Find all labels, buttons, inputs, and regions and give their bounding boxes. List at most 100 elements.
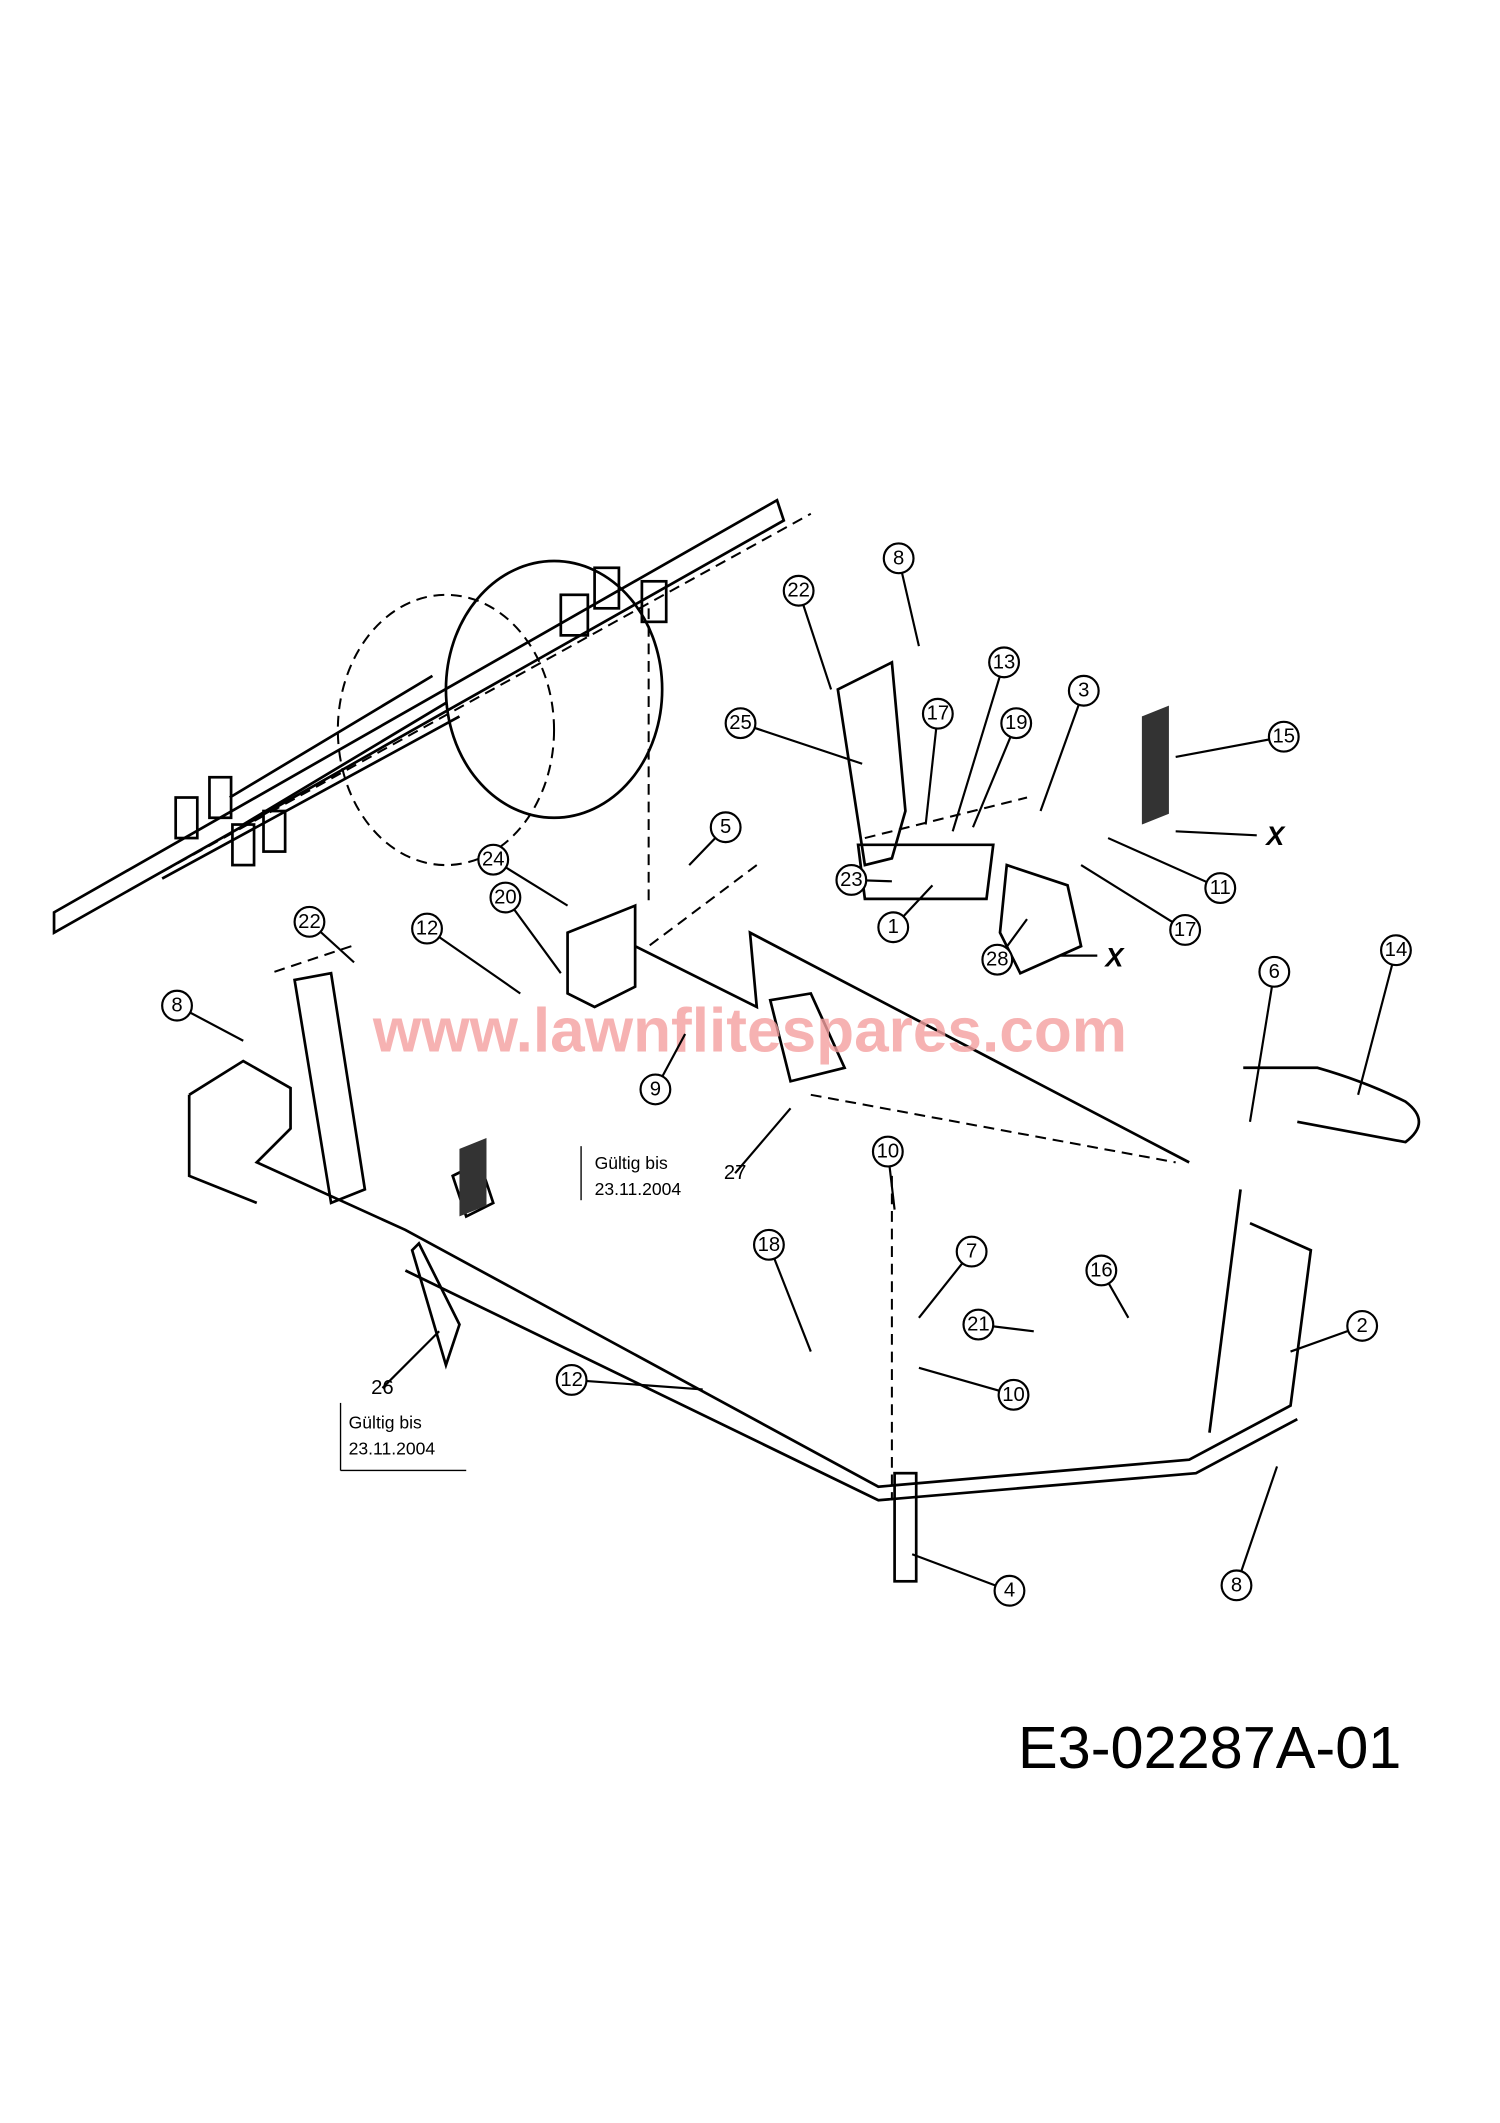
leader-line <box>1080 864 1186 931</box>
callout-number: 21 <box>967 1314 990 1336</box>
callout-circle <box>877 911 910 944</box>
transaxle <box>52 498 812 935</box>
callout-5: 5 <box>688 811 742 866</box>
callout-circle <box>988 646 1020 679</box>
leader-line <box>571 1378 703 1391</box>
callout-circle <box>871 1135 904 1168</box>
leader-line <box>797 590 833 690</box>
callout-circle <box>489 881 522 914</box>
callout-number: 22 <box>787 580 810 602</box>
callout-number: 10 <box>1002 1384 1025 1406</box>
callout-circle <box>1000 707 1033 740</box>
leader-line <box>426 927 521 995</box>
callout-circle <box>477 843 510 876</box>
callout-17: 17 <box>921 697 954 825</box>
leader-line <box>734 1107 792 1174</box>
callout-4: 4 <box>911 1553 1026 1607</box>
callout-circle <box>1346 1309 1379 1342</box>
leader-line <box>1175 735 1284 759</box>
leader-line <box>971 722 1018 828</box>
callout-circle <box>997 1378 1030 1411</box>
callout-number: 4 <box>1004 1580 1015 1602</box>
callout-number: 24 <box>482 849 505 871</box>
callout-circle <box>1379 934 1412 967</box>
callout-22: 22 <box>293 905 355 964</box>
note-line: 23.11.2004 <box>349 1438 436 1458</box>
leader-line <box>740 722 863 765</box>
leader-line <box>381 1330 440 1389</box>
callout-circle <box>1067 674 1100 707</box>
callout-circle <box>962 1308 995 1341</box>
callout-28: 28 <box>981 918 1028 976</box>
callout-14: 14 <box>1357 934 1412 1096</box>
callout-number: 19 <box>1005 712 1028 734</box>
leader-line <box>1039 690 1085 812</box>
callout-number: 9 <box>650 1078 661 1100</box>
callout-number: 28 <box>986 949 1009 971</box>
callout-circle <box>835 863 868 896</box>
callout-9: 9 <box>639 1033 687 1106</box>
callout-23: 23 <box>835 863 892 896</box>
callout-number: 16 <box>1090 1259 1113 1281</box>
callout-number: 8 <box>1231 1574 1242 1596</box>
callout-circle <box>639 1073 672 1106</box>
drawing-number: E3-02287A-01 <box>1018 1714 1401 1781</box>
callout-7: 7 <box>918 1235 988 1319</box>
callout-19: 19 <box>971 707 1033 828</box>
callout-number: 8 <box>171 995 182 1017</box>
watermark: www.lawnflitespares.com <box>372 997 1127 1066</box>
callout-circle <box>161 989 193 1022</box>
callout-number: 11 <box>1210 877 1231 899</box>
callout-circle <box>882 542 915 575</box>
callout-number: 6 <box>1269 961 1280 983</box>
callout-circle <box>1204 872 1237 904</box>
leader-line <box>767 1244 812 1352</box>
callout-circle <box>981 943 1014 976</box>
callout-10: 10 <box>871 1135 904 1210</box>
callout-3: 3 <box>1039 674 1100 812</box>
callout-circle <box>782 574 815 607</box>
callout-number: 25 <box>729 712 752 734</box>
leader-line <box>924 713 939 825</box>
callout-17: 17 <box>1080 864 1202 946</box>
callout-circle <box>555 1364 588 1396</box>
note-line: Gültig bis <box>349 1413 422 1433</box>
callout-circle <box>1085 1254 1118 1287</box>
callout-number: 3 <box>1078 680 1089 702</box>
leader-line <box>1107 837 1221 890</box>
callout-number: 12 <box>416 918 439 940</box>
callout-circle <box>752 1228 785 1261</box>
callout-12: 12 <box>555 1364 703 1396</box>
note-line: 23.11.2004 <box>595 1179 682 1199</box>
x-mark: X <box>1264 821 1286 851</box>
callout-16: 16 <box>1085 1254 1130 1319</box>
callout-number: 14 <box>1385 939 1408 961</box>
callout-number: 2 <box>1357 1315 1368 1337</box>
leader-line <box>951 662 1006 832</box>
note-line: Gültig bis <box>595 1153 668 1173</box>
callout-21: 21 <box>962 1308 1034 1341</box>
leader-line <box>1248 971 1276 1123</box>
callout-number: 7 <box>966 1241 977 1263</box>
validity-note: Gültig bis 23.11.2004 <box>580 1146 682 1201</box>
callout-11: 11 <box>1107 837 1237 904</box>
validity-note: Gültig bis 23.11.2004 <box>339 1402 467 1472</box>
callout-number: 8 <box>893 547 904 569</box>
callout-6: 6 <box>1248 955 1291 1123</box>
callout-number: 18 <box>758 1234 781 1256</box>
callout-number: 17 <box>927 703 950 725</box>
callout-number: 27 <box>724 1162 747 1184</box>
callout-number: 5 <box>720 816 731 838</box>
x-mark: X <box>1103 942 1125 972</box>
callout-1: 1 <box>877 884 934 944</box>
leader-line <box>918 1366 1014 1396</box>
callout-22: 22 <box>782 574 833 690</box>
callout-2: 2 <box>1290 1309 1379 1353</box>
callout-25: 25 <box>724 707 863 765</box>
callout-number: 15 <box>1273 726 1296 748</box>
callout-number: 1 <box>888 916 899 938</box>
callout-26: 26 <box>371 1330 440 1399</box>
callout-circle <box>955 1235 988 1268</box>
